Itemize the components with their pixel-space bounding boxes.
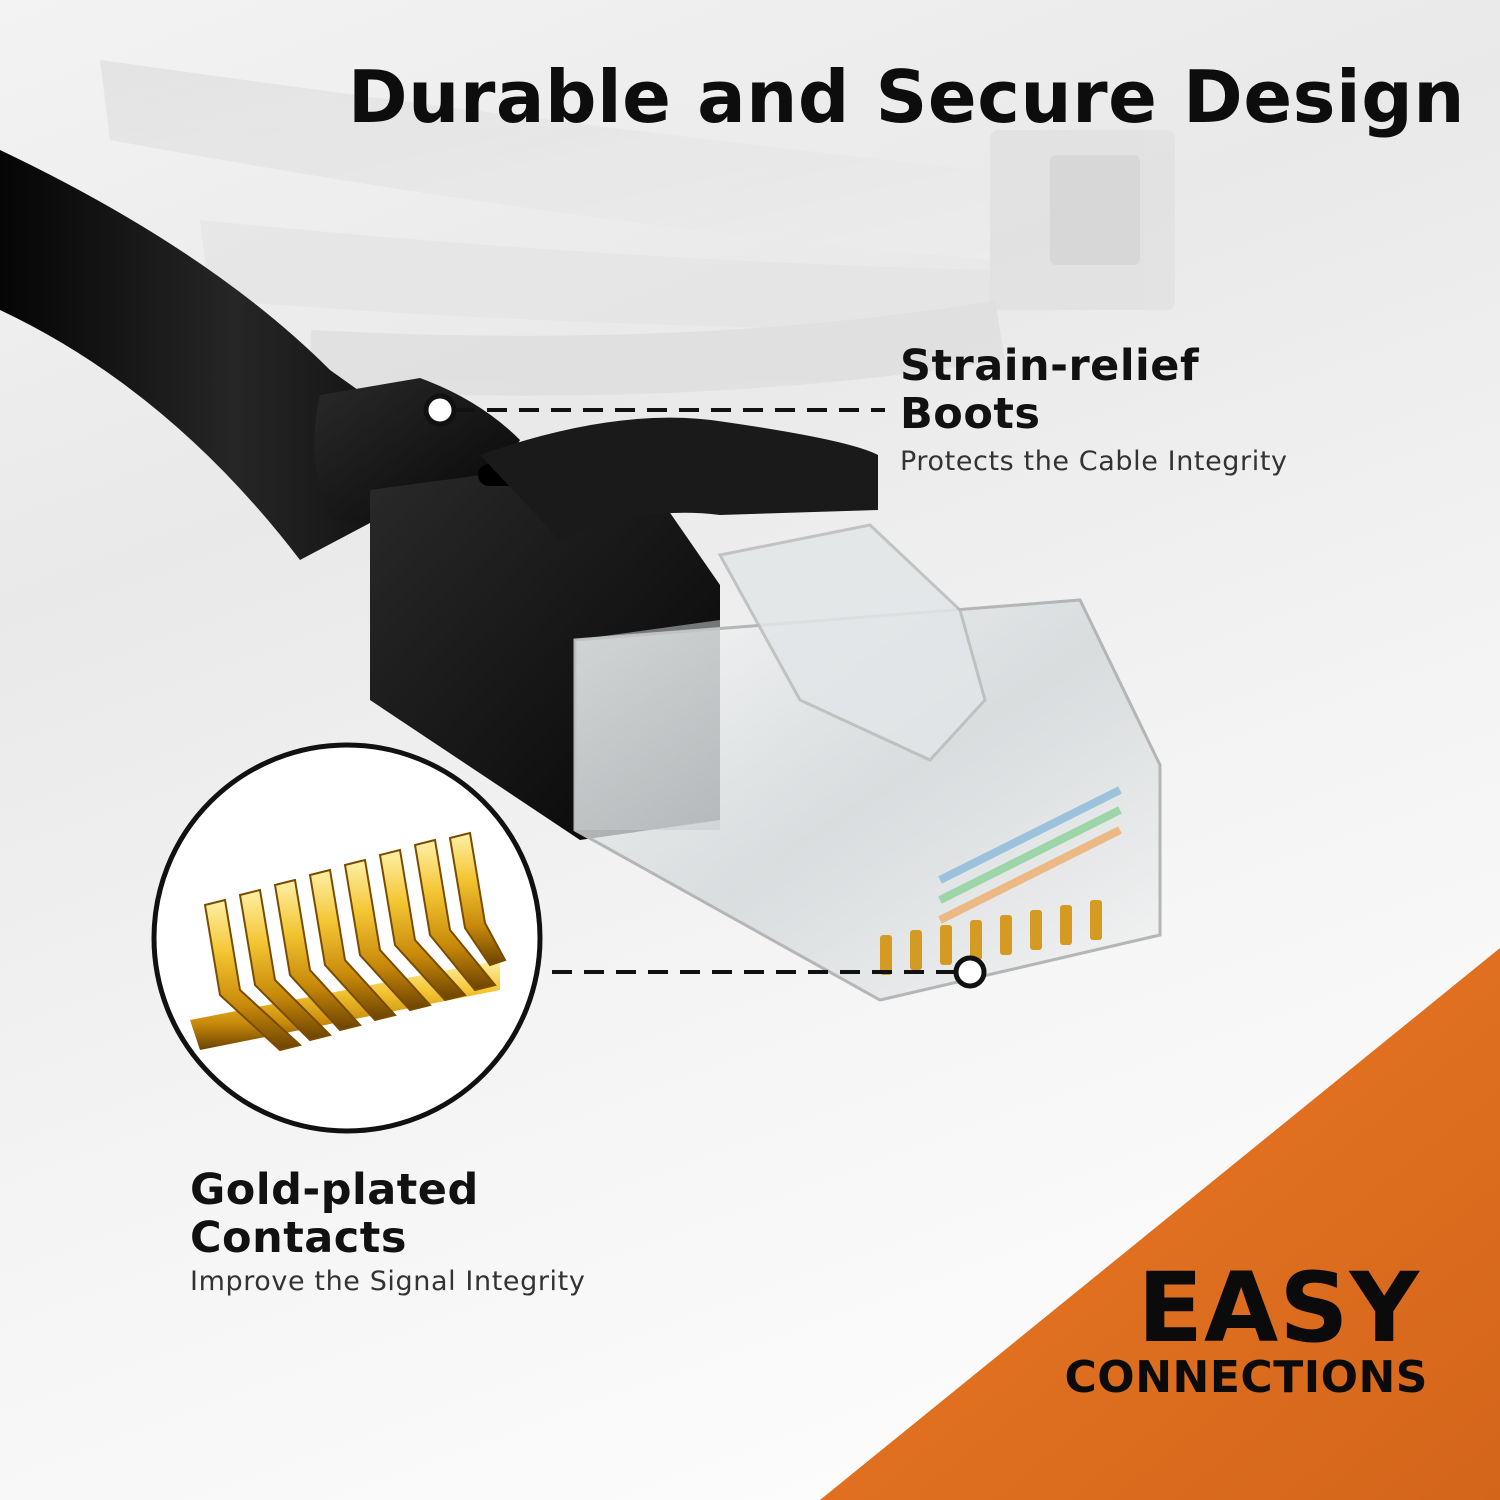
badge-easy-text: EASY [1137, 1252, 1420, 1364]
gold-contacts-leader [552, 955, 987, 989]
strain-relief-leader [423, 393, 885, 427]
gold-contacts-title-line2: Contacts [190, 1213, 407, 1263]
strain-relief-title-line1: Strain-relief [900, 341, 1200, 391]
page-headline: Durable and Secure Design [347, 55, 1465, 139]
gold-contacts-subtitle: Improve the Signal Integrity [190, 1266, 586, 1297]
strain-relief-title: Strain-relief Boots [900, 342, 1199, 438]
gold-contacts-title: Gold-plated Contacts [190, 1166, 479, 1262]
gold-contacts-title-line1: Gold-plated [190, 1165, 479, 1215]
gold-contact-pins-icon [151, 742, 543, 1134]
easy-connections-badge [820, 948, 1500, 1500]
strain-relief-title-line2: Boots [900, 389, 1041, 439]
rj45-connector-icon [573, 523, 1162, 1002]
strain-relief-subtitle: Protects the Cable Integrity [900, 446, 1288, 477]
badge-connections-text: CONNECTIONS [1064, 1352, 1428, 1403]
background-blur [100, 60, 1175, 396]
